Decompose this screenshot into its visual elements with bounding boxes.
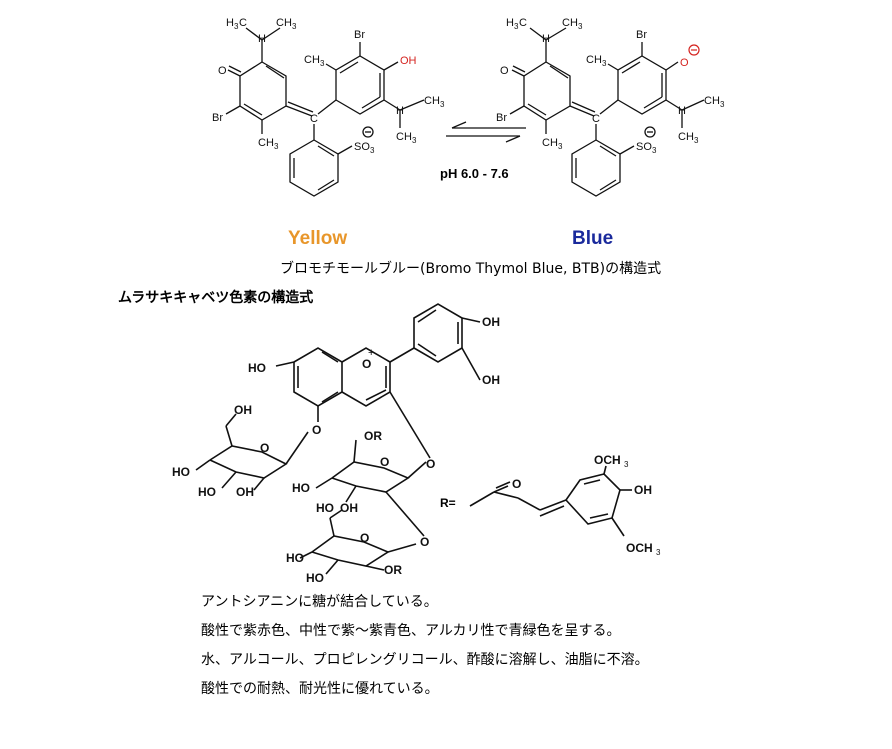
svg-text:HO: HO xyxy=(248,361,266,375)
svg-text:O: O xyxy=(312,423,321,437)
svg-text:C: C xyxy=(519,17,527,29)
description-line-4: 酸性での耐熱、耐光性に優れている。 xyxy=(201,681,439,697)
svg-text:Br: Br xyxy=(636,29,647,41)
svg-text:Br: Br xyxy=(496,112,507,124)
svg-text:3: 3 xyxy=(292,22,297,31)
svg-text:C: C xyxy=(239,17,247,29)
svg-text:OH: OH xyxy=(482,315,500,329)
svg-text:OR: OR xyxy=(384,563,402,577)
svg-text:O: O xyxy=(362,357,371,371)
svg-text:HO: HO xyxy=(292,481,310,495)
svg-text:C: C xyxy=(592,113,600,125)
svg-text:3: 3 xyxy=(370,146,375,155)
svg-text:3: 3 xyxy=(274,142,279,151)
svg-text:O: O xyxy=(420,535,429,549)
svg-text:H: H xyxy=(506,17,514,29)
description-line-2: 酸性で紫赤色、中性で紫～紫青色、アルカリ性で青緑色を呈する。 xyxy=(201,623,621,639)
yellow-form-label: Yellow xyxy=(288,228,348,249)
svg-text:CH: CH xyxy=(678,131,694,143)
svg-text:OH: OH xyxy=(236,485,254,499)
svg-text:O: O xyxy=(680,57,689,69)
svg-text:CH: CH xyxy=(276,17,292,29)
description-line-1: アントシアニンに糖が結合している。 xyxy=(201,594,438,610)
anthocyanin-heading: ムラサキキャベツ色素の構造式 xyxy=(118,290,314,306)
anthocyanin-structure: O + HO O OH OH O OH O HO HO OH xyxy=(172,303,661,585)
svg-text:OH: OH xyxy=(400,55,417,67)
svg-text:OCH: OCH xyxy=(626,541,653,555)
svg-text:OCH: OCH xyxy=(594,453,621,467)
svg-text:OH: OH xyxy=(340,501,358,515)
svg-text:HO: HO xyxy=(316,501,334,515)
svg-text:3: 3 xyxy=(652,146,657,155)
svg-text:CH: CH xyxy=(542,137,558,149)
svg-text:O: O xyxy=(360,531,369,545)
svg-text:H: H xyxy=(542,33,550,45)
r-group-label: R= xyxy=(440,496,456,510)
svg-text:+: + xyxy=(368,347,374,359)
svg-text:3: 3 xyxy=(602,59,607,68)
svg-text:3: 3 xyxy=(412,136,417,145)
svg-text:SO: SO xyxy=(354,141,370,153)
svg-text:HO: HO xyxy=(306,571,324,585)
svg-text:Br: Br xyxy=(354,29,365,41)
svg-text:3: 3 xyxy=(720,100,725,109)
svg-text:3: 3 xyxy=(624,460,629,469)
svg-text:OH: OH xyxy=(634,483,652,497)
svg-text:OH: OH xyxy=(482,373,500,387)
svg-text:O: O xyxy=(426,457,435,471)
svg-text:O: O xyxy=(500,65,509,77)
btb-caption: ブロモチモールブルー(Bromo Thymol Blue, BTB)の構造式 xyxy=(280,261,662,277)
svg-text:O: O xyxy=(380,455,389,469)
svg-text:HO: HO xyxy=(172,465,190,479)
svg-text:O: O xyxy=(218,65,227,77)
svg-text:CH: CH xyxy=(586,54,602,66)
svg-text:CH: CH xyxy=(396,131,412,143)
svg-text:3: 3 xyxy=(514,22,519,31)
svg-text:3: 3 xyxy=(578,22,583,31)
svg-text:H: H xyxy=(678,105,686,117)
svg-text:O: O xyxy=(260,441,269,455)
svg-text:Br: Br xyxy=(212,112,223,124)
equilibrium-arrow xyxy=(446,121,526,143)
svg-text:O: O xyxy=(512,477,521,491)
svg-text:H: H xyxy=(396,105,404,117)
svg-text:CH: CH xyxy=(258,137,274,149)
svg-text:CH: CH xyxy=(304,54,320,66)
svg-text:3: 3 xyxy=(320,59,325,68)
svg-text:3: 3 xyxy=(694,136,699,145)
svg-text:CH: CH xyxy=(704,95,720,107)
svg-text:3: 3 xyxy=(440,100,445,109)
svg-text:OH: OH xyxy=(234,403,252,417)
svg-text:CH: CH xyxy=(424,95,440,107)
svg-text:SO: SO xyxy=(636,141,652,153)
svg-text:3: 3 xyxy=(234,22,239,31)
svg-text:3: 3 xyxy=(558,142,563,151)
svg-text:HO: HO xyxy=(286,551,304,565)
svg-text:OR: OR xyxy=(364,429,382,443)
description-line-3: 水、アルコール、プロピレングリコール、酢酸に溶解し、油脂に不溶。 xyxy=(201,652,649,668)
svg-text:HO: HO xyxy=(198,485,216,499)
svg-text:H: H xyxy=(258,33,266,45)
svg-text:C: C xyxy=(310,113,318,125)
blue-form-label: Blue xyxy=(572,228,614,249)
ph-range-label: pH 6.0 - 7.6 xyxy=(440,166,509,181)
svg-text:H: H xyxy=(226,17,234,29)
svg-text:CH: CH xyxy=(562,17,578,29)
svg-text:3: 3 xyxy=(656,548,661,557)
